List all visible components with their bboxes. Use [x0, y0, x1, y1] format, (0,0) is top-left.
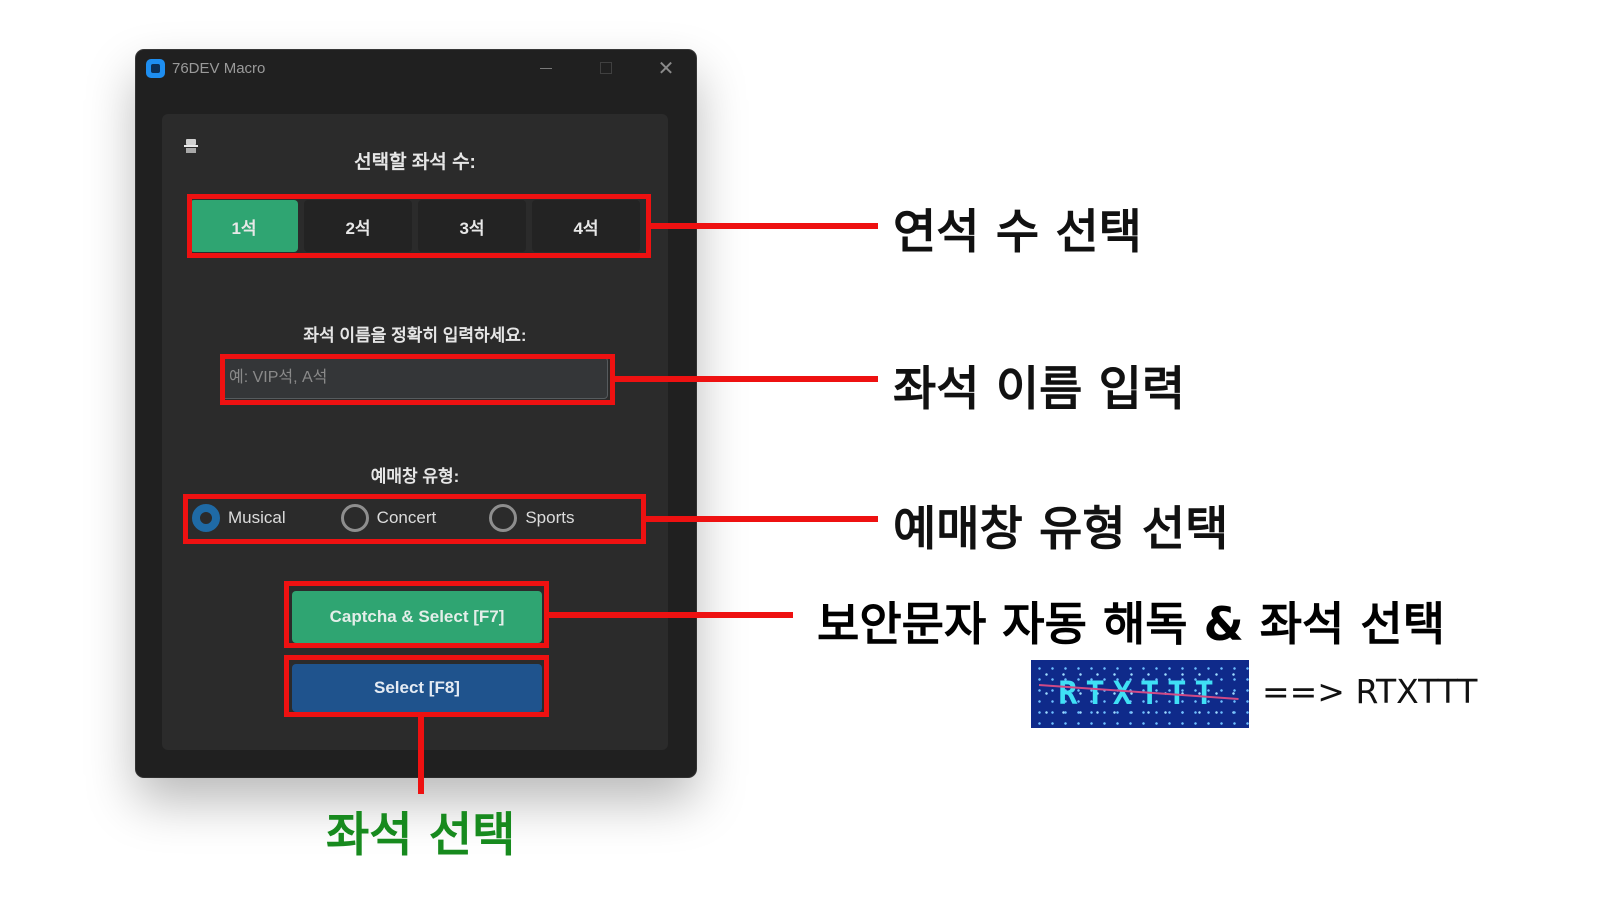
radio-checked-icon: [192, 504, 220, 532]
connector-line: [646, 516, 878, 522]
radio-concert[interactable]: Concert: [340, 504, 490, 532]
booking-type-label: 예매창 유형:: [370, 467, 460, 486]
maximize-button[interactable]: [576, 50, 636, 86]
seat-name-label: 좌석 이름을 정확히 입력하세요:: [303, 326, 527, 345]
pin-icon[interactable]: [184, 139, 198, 153]
radio-sports[interactable]: Sports: [489, 504, 638, 532]
captcha-select-button[interactable]: Captcha & Select [F7]: [292, 591, 542, 643]
seat-name-input[interactable]: [220, 357, 608, 399]
app-window: 76DEV Macro ✕ 선택할 좌석 수: 1석 2석 3석 4석 좌석 이…: [136, 50, 696, 777]
annotation-captcha: 보안문자 자동 해독 & 좌석 선택: [817, 597, 1446, 651]
title-bar[interactable]: 76DEV Macro ✕: [136, 50, 696, 86]
captcha-sample-image: RTXTTT: [1031, 660, 1249, 728]
captcha-result-text: ==> RTXTTT: [1262, 672, 1478, 711]
app-logo-icon: [146, 58, 165, 78]
window-controls: ✕: [516, 50, 696, 86]
close-button[interactable]: ✕: [657, 57, 675, 80]
annotation-seat-count: 연석 수 선택: [893, 205, 1142, 260]
seat-option-3[interactable]: 3석: [418, 200, 526, 252]
connector-line: [615, 376, 878, 382]
annotation-seat-name: 좌석 이름 입력: [893, 362, 1186, 417]
annotation-select: 좌석 선택: [326, 808, 516, 863]
seat-count-label: 선택할 좌석 수:: [354, 152, 476, 173]
radio-unchecked-icon: [489, 504, 518, 532]
window-title: 76DEV Macro: [172, 59, 266, 77]
seat-option-1[interactable]: 1석: [190, 200, 298, 252]
annotation-booking-type: 예매창 유형 선택: [893, 502, 1229, 557]
radio-musical[interactable]: Musical: [192, 504, 341, 532]
select-button[interactable]: Select [F8]: [292, 664, 542, 712]
seat-count-selector: 1석 2석 3석 4석: [190, 200, 640, 252]
radio-unchecked-icon: [340, 504, 369, 532]
booking-type-radio-group: Musical Concert Sports: [192, 498, 638, 538]
minimize-button[interactable]: [516, 50, 576, 86]
seat-option-2[interactable]: 2석: [304, 200, 412, 252]
connector-line: [418, 717, 424, 794]
main-panel: 선택할 좌석 수: 1석 2석 3석 4석 좌석 이름을 정확히 입력하세요: …: [162, 114, 668, 750]
seat-option-4[interactable]: 4석: [532, 200, 640, 252]
connector-line: [651, 223, 878, 229]
connector-line: [549, 612, 793, 618]
